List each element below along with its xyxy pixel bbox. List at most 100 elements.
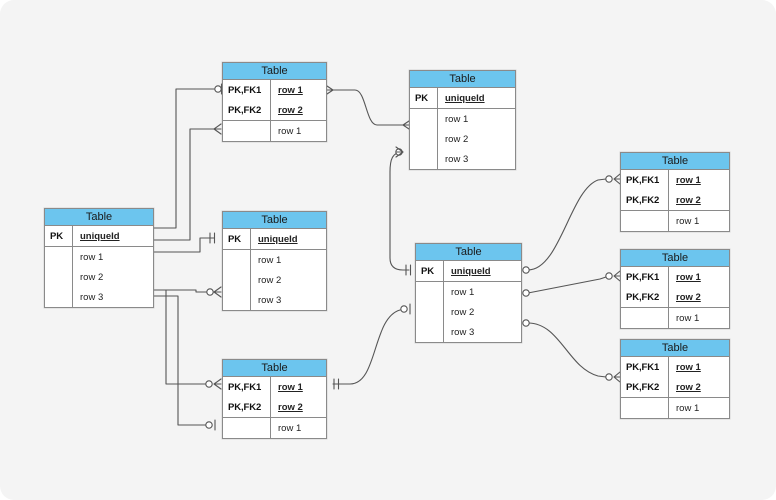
- field-name: row 1: [676, 361, 701, 373]
- card-zero-right-c12: [605, 373, 613, 381]
- card-zero-right-c11: [605, 272, 613, 280]
- entity-field-group: row 1 row 2 row 3: [410, 109, 515, 169]
- field-key: PK,FK2: [621, 190, 669, 210]
- entity-field-row[interactable]: row 1: [410, 109, 515, 129]
- field-key: PK: [416, 261, 444, 281]
- entity-field-row[interactable]: row 1: [223, 121, 326, 141]
- entity-field-row[interactable]: row 2: [223, 270, 326, 290]
- field-name: row 2: [676, 194, 701, 206]
- card-many-c4: [213, 286, 222, 298]
- connector-c6: [153, 295, 207, 426]
- connector-c1: [153, 88, 215, 229]
- field-name: row 3: [451, 326, 475, 338]
- connector-c7: [332, 89, 404, 126]
- connector-c9-hidden: [333, 308, 410, 384]
- field-name: row 1: [676, 215, 700, 227]
- entity-field-group: row 1: [223, 121, 326, 141]
- card-many-c2: [213, 123, 222, 135]
- entity-title: Table: [621, 340, 729, 357]
- field-name: row 3: [445, 153, 469, 165]
- field-key: [45, 247, 73, 267]
- field-name: row 1: [445, 113, 469, 125]
- field-name: row 1: [451, 286, 475, 298]
- field-key: PK,FK1: [223, 377, 271, 397]
- field-key: PK,FK1: [621, 267, 669, 287]
- entity-field-row[interactable]: PK,FK2 row 2: [223, 397, 326, 417]
- field-key: [416, 322, 444, 342]
- entity-field-row[interactable]: row 1: [223, 250, 326, 270]
- entity-field-row[interactable]: PK,FK2 row 2: [621, 190, 729, 210]
- card-zero-c9: [400, 305, 408, 313]
- entity-field-group: row 1 row 2 row 3: [416, 282, 521, 342]
- field-name: row 2: [445, 133, 469, 145]
- field-key: [621, 211, 669, 231]
- entity-field-row[interactable]: row 1: [45, 247, 153, 267]
- card-zero-c1: [214, 85, 222, 93]
- connector-c5: [153, 289, 207, 385]
- card-one-c3: [209, 232, 216, 244]
- connector-c2: [153, 128, 215, 241]
- entity-field-row[interactable]: PK,FK1 row 1: [621, 267, 729, 287]
- card-zero-c12: [522, 319, 530, 327]
- entity-title: Table: [223, 212, 326, 229]
- field-key: [223, 418, 271, 438]
- field-key: [223, 270, 251, 290]
- entity-field-group: row 1: [621, 308, 729, 328]
- card-many-left-c7: [326, 85, 334, 95]
- entity-field-row[interactable]: row 3: [223, 290, 326, 310]
- entity-field-row[interactable]: row 2: [416, 302, 521, 322]
- entity-title: Table: [621, 153, 729, 170]
- entity-field-row[interactable]: row 1: [621, 398, 729, 418]
- field-name: row 1: [676, 271, 701, 283]
- card-zero-c10: [522, 266, 530, 274]
- connector-c9: [332, 309, 401, 385]
- field-name: row 1: [278, 422, 302, 434]
- field-name: row 2: [278, 401, 303, 413]
- connector-c10: [527, 178, 607, 271]
- entity-field-row[interactable]: row 2: [410, 129, 515, 149]
- entity-field-row[interactable]: row 2: [45, 267, 153, 287]
- entity-field-row[interactable]: row 3: [416, 322, 521, 342]
- entity-title: Table: [223, 360, 326, 377]
- entity-field-row[interactable]: row 3: [410, 149, 515, 169]
- entity-title: Table: [621, 250, 729, 267]
- field-key: PK,FK2: [223, 397, 271, 417]
- entity-field-row[interactable]: row 1: [416, 282, 521, 302]
- entity-field-row[interactable]: row 1: [223, 418, 326, 438]
- field-name: uniqueId: [80, 230, 120, 242]
- entity-field-row[interactable]: row 1: [621, 211, 729, 231]
- field-name: row 1: [258, 254, 282, 266]
- field-key: [410, 109, 438, 129]
- entity-field-row[interactable]: row 1: [621, 308, 729, 328]
- entity-field-row[interactable]: row 3: [45, 287, 153, 307]
